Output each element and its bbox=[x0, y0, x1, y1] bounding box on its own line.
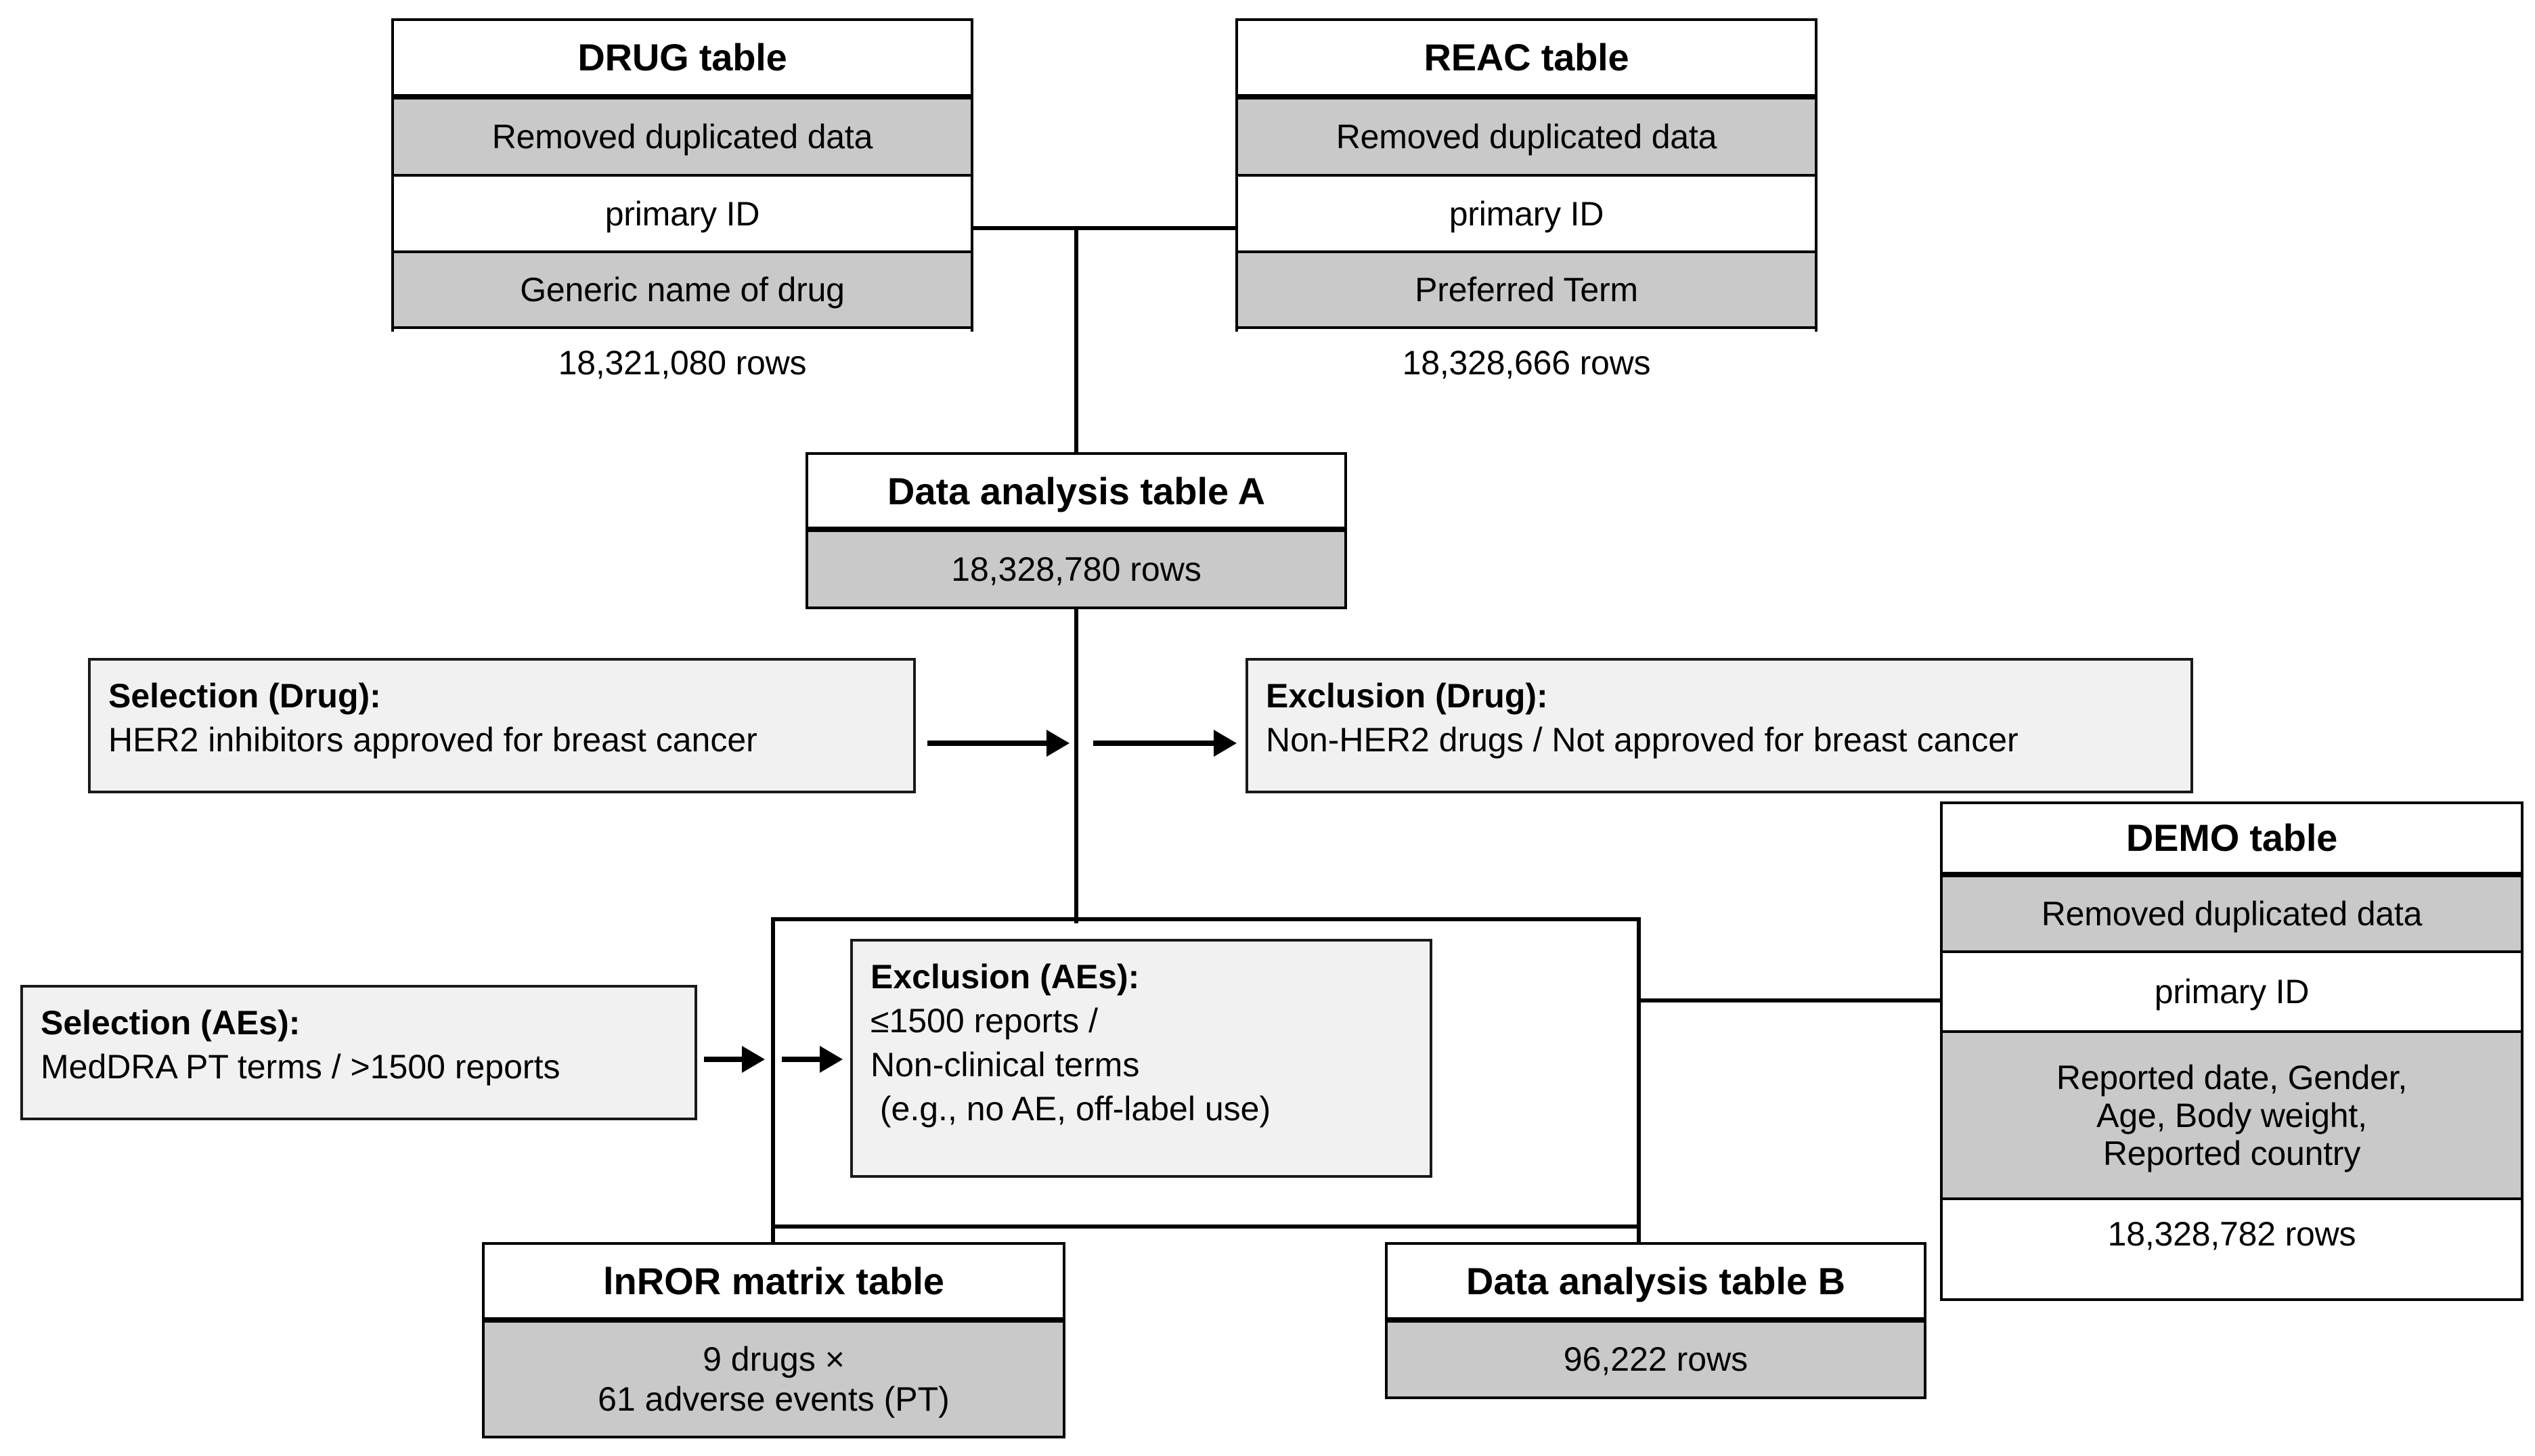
connector-frame-demo-primary-id bbox=[1637, 998, 2239, 1002]
connector-drug-reac-primary-id bbox=[880, 226, 1557, 230]
lnror-matrix-table[interactable]: lnROR matrix table 9 drugs × 61 adverse … bbox=[482, 1242, 1065, 1438]
drug-table-row-generic-name: Generic name of drug bbox=[394, 253, 971, 329]
exclusion-drug-title: Exclusion (Drug): bbox=[1266, 677, 1548, 715]
data-analysis-table-a-caption: Data analysis table A bbox=[808, 455, 1344, 532]
drug-table-header: DRUG table bbox=[394, 21, 971, 100]
data-analysis-table-b[interactable]: Data analysis table B 96,222 rows bbox=[1385, 1242, 1926, 1399]
drug-table-row-removed-duplicates: Removed duplicated data bbox=[394, 100, 971, 177]
demo-table-row-removed-duplicates: Removed duplicated data bbox=[1943, 877, 2521, 953]
reac-table-header: REAC table bbox=[1238, 21, 1815, 100]
data-analysis-table-b-caption: Data analysis table B bbox=[1388, 1245, 1924, 1323]
arrow-selection-aes-to-frame bbox=[704, 1046, 768, 1073]
exclusion-drug-box[interactable]: Exclusion (Drug): Non-HER2 drugs / Not a… bbox=[1246, 658, 2193, 793]
reac-table-row-count: 18,328,666 rows bbox=[1238, 329, 1815, 397]
drug-table[interactable]: DRUG table Removed duplicated data prima… bbox=[391, 18, 973, 397]
demo-table[interactable]: DEMO table Removed duplicated data prima… bbox=[1940, 801, 2523, 1301]
exclusion-drug-line-1: Non-HER2 drugs / Not approved for breast… bbox=[1266, 721, 2019, 759]
arrow-trunk-to-exclusion-drug bbox=[1093, 730, 1239, 757]
reac-table[interactable]: REAC table Removed duplicated data prima… bbox=[1235, 18, 1817, 397]
exclusion-aes-line-2: Non-clinical terms bbox=[870, 1046, 1140, 1084]
selection-aes-line-1: MedDRA PT terms / >1500 reports bbox=[41, 1048, 560, 1086]
data-analysis-table-a-value: 18,328,780 rows bbox=[808, 532, 1344, 606]
selection-aes-box[interactable]: Selection (AEs): MedDRA PT terms / >1500… bbox=[20, 985, 697, 1120]
selection-drug-line-1: HER2 inhibitors approved for breast canc… bbox=[108, 721, 757, 759]
connector-frame-lnror bbox=[771, 1212, 775, 1242]
exclusion-aes-title: Exclusion (AEs): bbox=[870, 958, 1140, 996]
arrow-selection-drug-to-trunk bbox=[927, 730, 1070, 757]
demo-table-row-primary-id: primary ID bbox=[1943, 953, 2521, 1033]
exclusion-aes-line-1: ≤1500 reports / bbox=[870, 1002, 1098, 1040]
drug-table-row-count: 18,321,080 rows bbox=[394, 329, 971, 397]
lnror-matrix-table-caption: lnROR matrix table bbox=[485, 1245, 1063, 1323]
reac-table-row-primary-id: primary ID bbox=[1238, 177, 1815, 253]
demo-table-row-fields: Reported date, Gender, Age, Body weight,… bbox=[1943, 1033, 2521, 1200]
demo-table-header: DEMO table bbox=[1943, 804, 2521, 877]
reac-table-row-removed-duplicates: Removed duplicated data bbox=[1238, 100, 1815, 177]
exclusion-aes-box[interactable]: Exclusion (AEs): ≤1500 reports / Non-cli… bbox=[850, 939, 1432, 1178]
demo-table-row-count: 18,328,782 rows bbox=[1943, 1200, 2521, 1268]
data-analysis-table-b-value: 96,222 rows bbox=[1388, 1323, 1924, 1396]
lnror-matrix-table-value: 9 drugs × 61 adverse events (PT) bbox=[485, 1323, 1063, 1436]
connector-frame-analysis-b bbox=[1637, 1212, 1641, 1242]
selection-aes-title: Selection (AEs): bbox=[41, 1004, 301, 1042]
drug-table-row-primary-id: primary ID bbox=[394, 177, 971, 253]
reac-table-row-preferred-term: Preferred Term bbox=[1238, 253, 1815, 329]
selection-drug-box[interactable]: Selection (Drug): HER2 inhibitors approv… bbox=[88, 658, 916, 793]
exclusion-aes-line-3: (e.g., no AE, off-label use) bbox=[870, 1090, 1271, 1128]
grouping-frame-aes bbox=[771, 917, 1641, 1229]
selection-drug-title: Selection (Drug): bbox=[108, 677, 381, 715]
arrow-frame-to-exclusion-aes bbox=[782, 1046, 846, 1073]
data-analysis-table-a[interactable]: Data analysis table A 18,328,780 rows bbox=[806, 452, 1347, 609]
